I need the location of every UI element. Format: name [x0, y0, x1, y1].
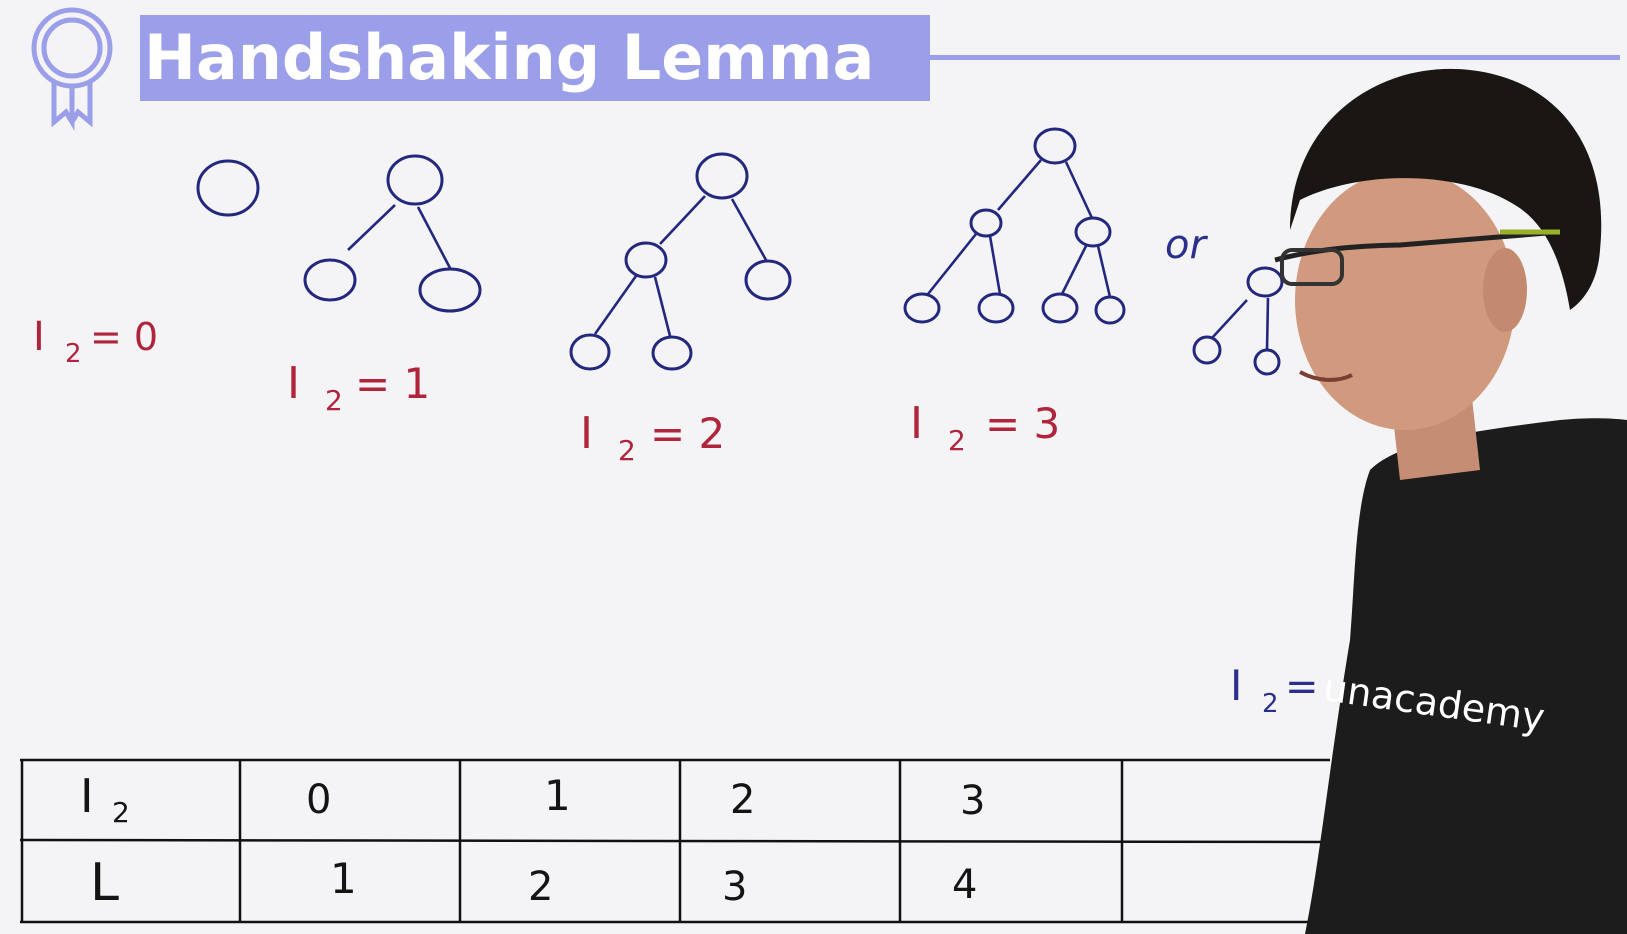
- tree-alternate-partial: [1192, 266, 1284, 376]
- tree-three-internal: [903, 127, 1126, 325]
- tree-two-internal: [569, 152, 792, 371]
- svg-text:= 0: = 0: [90, 315, 158, 359]
- svg-text:2: 2: [325, 384, 343, 417]
- page-title: Handshaking Lemma: [144, 21, 875, 94]
- tree-one-internal: [303, 154, 482, 313]
- svg-text:I: I: [910, 398, 923, 449]
- row-header-l: L: [90, 853, 119, 913]
- svg-text:I: I: [33, 314, 45, 360]
- svg-text:I: I: [1230, 661, 1242, 710]
- title-rule: [930, 55, 1620, 60]
- table-cell: 2: [528, 864, 553, 910]
- i2-label-partial: I 2 =: [1230, 661, 1319, 719]
- table-cell: 1: [330, 854, 357, 903]
- table-cell: 0: [306, 777, 331, 823]
- presenter: [1274, 68, 1627, 934]
- table-cell: 3: [960, 778, 985, 824]
- table-cell: 2: [730, 777, 755, 823]
- or-label: or: [1165, 222, 1208, 268]
- svg-text:= 3: = 3: [985, 399, 1060, 448]
- i2-label-1: I 2 = 1: [287, 358, 430, 417]
- i2-label-3: I 2 = 3: [910, 398, 1060, 457]
- title-banner: [140, 15, 930, 101]
- ribbon-badge-icon: [31, 7, 113, 132]
- table-cell: 4: [952, 862, 977, 908]
- svg-text:I: I: [580, 408, 593, 459]
- svg-text:= 1: = 1: [355, 359, 430, 408]
- svg-text:2: 2: [618, 434, 636, 467]
- table-cell: 1: [544, 771, 571, 820]
- tree-single-node: [196, 159, 260, 217]
- svg-text:2: 2: [65, 339, 82, 369]
- svg-text:2: 2: [1262, 689, 1279, 719]
- svg-text:2: 2: [948, 424, 966, 457]
- svg-text:= 2: = 2: [650, 409, 725, 458]
- i2-label-0: I 2 = 0: [33, 314, 158, 369]
- row-header-i2: I: [80, 769, 94, 823]
- svg-text:I: I: [287, 358, 300, 409]
- value-table: I 2 L 0 1 2 3 1 2 3 4: [19, 758, 1331, 924]
- svg-text:=: =: [1285, 664, 1319, 710]
- i2-label-2: I 2 = 2: [580, 408, 725, 467]
- svg-text:2: 2: [112, 796, 130, 829]
- table-cell: 3: [722, 864, 747, 910]
